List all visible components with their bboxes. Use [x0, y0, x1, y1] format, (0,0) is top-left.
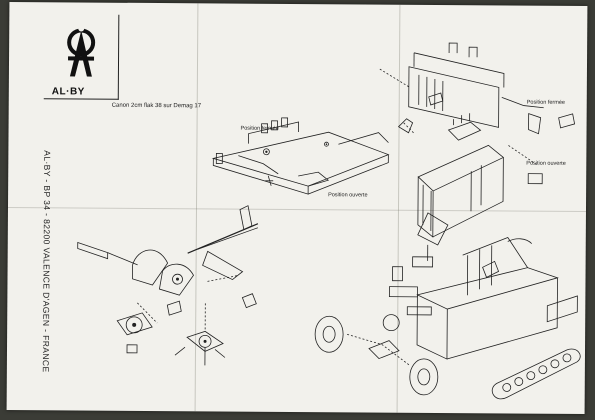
chassis-assembly — [388, 236, 559, 360]
track-assembly — [491, 295, 581, 400]
platform-assembly — [211, 117, 414, 195]
label-closed-position-right: Position fermée — [526, 99, 565, 106]
exploded-assembly-drawing — [77, 42, 581, 400]
side-panel-assembly — [378, 42, 576, 185]
alby-logo-icon — [67, 25, 96, 77]
cab-assembly — [417, 113, 505, 261]
label-open-position-right: Position ouverte — [526, 160, 566, 167]
flak-gun-assembly — [77, 205, 259, 366]
wheel-parts — [314, 314, 439, 396]
instruction-sheet: AL·BY Canon 2cm flak 38 sur Demag 17 AL·… — [6, 1, 588, 415]
label-open-position-left: Position ouverte — [328, 192, 368, 199]
logo-frame — [43, 14, 120, 100]
label-closed-position-left: Position fermée — [240, 125, 279, 132]
